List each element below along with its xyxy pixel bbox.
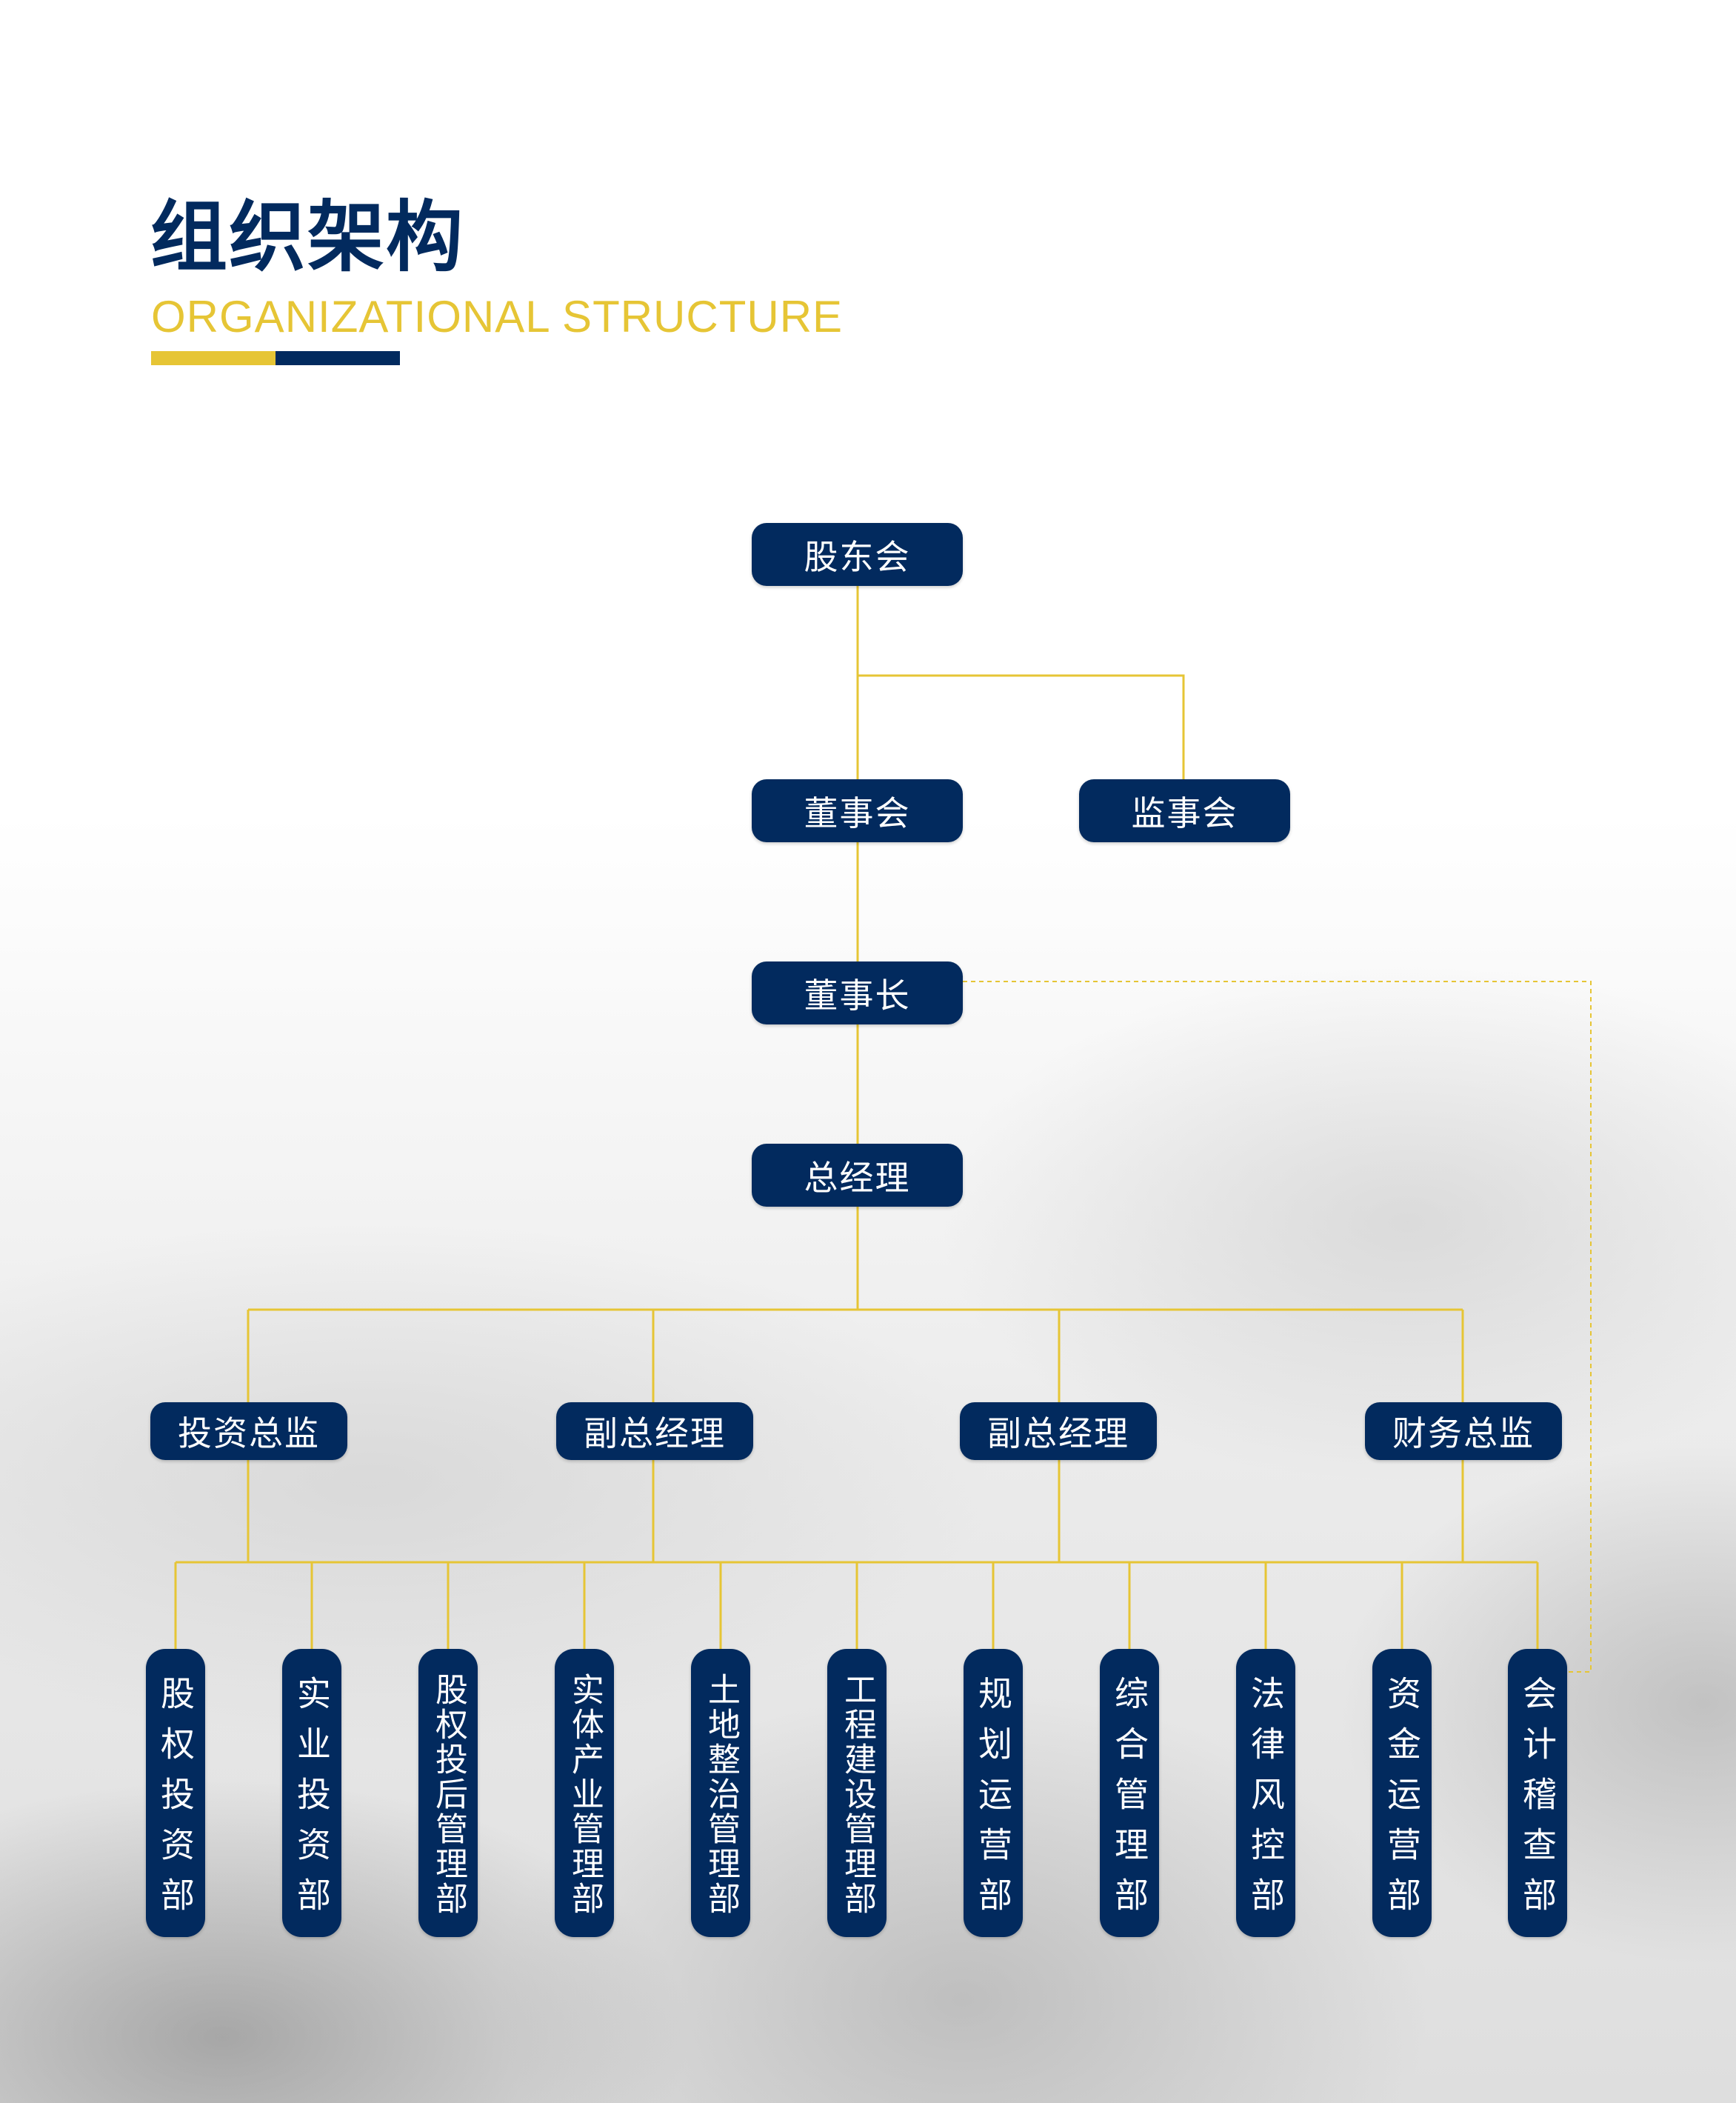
node-supervisors: 监事会: [1079, 779, 1290, 842]
dept-node: 实体产业管理部: [555, 1649, 614, 1937]
dept-node: 股权投资部: [146, 1649, 205, 1937]
node-deputy-gm-2: 副总经理: [960, 1402, 1157, 1460]
page-subtitle: ORGANIZATIONAL STRUCTURE: [151, 292, 844, 341]
node-investment-director: 投资总监: [150, 1402, 347, 1460]
title-underline-gold: [151, 351, 276, 365]
dept-node: 规划运营部: [964, 1649, 1023, 1937]
dept-node: 工程建设管理部: [827, 1649, 887, 1937]
page-title: 组织架构: [150, 192, 465, 282]
dept-node: 股权投后管理部: [418, 1649, 478, 1937]
node-board: 董事会: [752, 779, 963, 842]
dept-node: 综合管理部: [1100, 1649, 1159, 1937]
node-general-manager: 总经理: [752, 1144, 963, 1207]
dept-node: 实业投资部: [282, 1649, 341, 1937]
node-finance-director: 财务总监: [1365, 1402, 1562, 1460]
dept-node: 会计稽查部: [1508, 1649, 1567, 1937]
node-chairman: 董事长: [752, 961, 963, 1024]
node-shareholders: 股东会: [752, 523, 963, 586]
node-deputy-gm-1: 副总经理: [556, 1402, 753, 1460]
dept-node: 资金运营部: [1372, 1649, 1432, 1937]
dept-node: 土地整治管理部: [691, 1649, 750, 1937]
title-underline-navy: [276, 351, 400, 365]
dept-node: 法律风控部: [1236, 1649, 1295, 1937]
